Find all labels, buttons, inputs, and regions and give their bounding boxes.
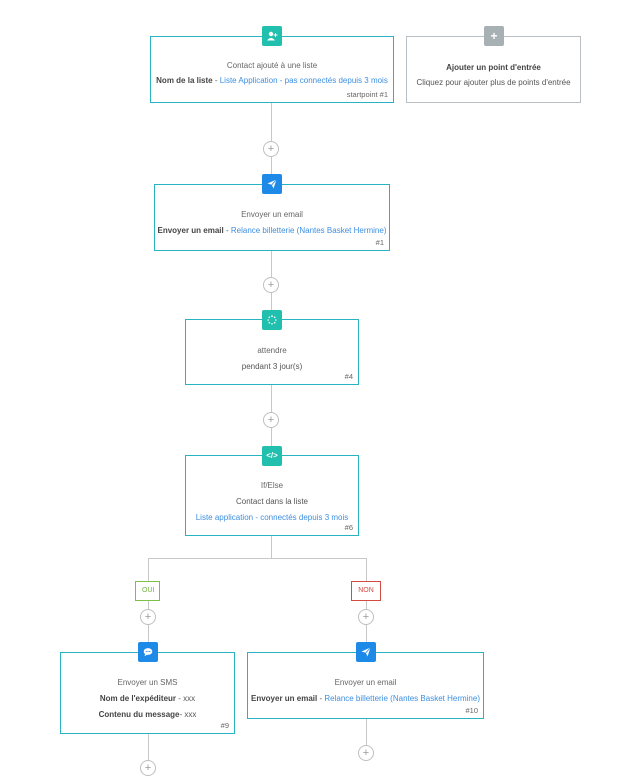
condition-list-link[interactable]: Liste application - connectés depuis 3 m… [195,513,349,522]
branch-no-tag: NON [351,581,381,601]
list-name-label: Nom de la liste [156,76,213,85]
if-else-node[interactable]: If/Else Contact dans la liste Liste appl… [185,455,359,536]
node-title: Envoyer un email [241,210,303,219]
node-detail: Envoyer un email - Relance billetterie (… [248,694,483,703]
sender-value: - xxx [176,694,196,703]
node-number: #4 [344,372,353,381]
node-number: startpoint #1 [346,90,388,99]
email-label: Envoyer un email [251,694,318,703]
node-title: attendre [257,346,287,355]
email-campaign-link[interactable]: Relance billetterie (Nantes Basket Hermi… [324,694,480,703]
message-value: - xxx [179,710,197,719]
send-sms-node[interactable]: Envoyer un SMS Nom de l'expéditeur - xxx… [60,652,235,734]
spinner-icon [262,310,282,330]
node-title: If/Else [260,481,284,490]
list-link[interactable]: Liste Application - pas connectés depuis… [219,76,388,85]
connector [366,558,367,652]
send-email-node[interactable]: Envoyer un email Envoyer un email - Rela… [247,652,484,719]
connector [148,558,367,559]
paper-plane-icon [356,642,376,662]
add-step-button[interactable]: + [263,412,279,428]
connector [366,718,367,746]
plus-icon[interactable]: + [484,26,504,46]
node-title: Ajouter un point d'entrée [446,63,541,72]
separator: - [223,226,231,235]
user-plus-icon [262,26,282,46]
email-label: Envoyer un email [157,226,224,235]
node-detail: Nom de la liste - Liste Application - pa… [151,76,393,85]
code-icon: </> [262,446,282,466]
paper-plane-icon [262,174,282,194]
node-number: #9 [220,721,229,730]
connector [271,536,272,558]
wait-duration: pendant 3 jour(s) [241,362,303,371]
startpoint-node[interactable]: Contact ajouté à une liste Nom de la lis… [150,36,394,103]
add-step-button[interactable]: + [358,745,374,761]
node-subtitle: Cliquez pour ajouter plus de points d'en… [416,78,571,87]
chat-bubble-icon [138,642,158,662]
email-campaign-link[interactable]: Relance billetterie (Nantes Basket Hermi… [230,226,387,235]
message-label: Contenu du message [98,710,180,719]
node-title: Envoyer un SMS [117,678,178,687]
add-step-button[interactable]: + [140,760,156,776]
send-email-node[interactable]: Envoyer un email Envoyer un email - Rela… [154,184,390,251]
wait-node[interactable]: attendre pendant 3 jour(s) #4 [185,319,359,385]
condition-text: Contact dans la liste [235,497,309,506]
add-step-button[interactable]: + [263,277,279,293]
add-step-button[interactable]: + [140,609,156,625]
add-step-button[interactable]: + [358,609,374,625]
node-number: #10 [465,706,478,715]
node-number: #6 [344,523,353,532]
separator: - [212,76,220,85]
separator: - [317,694,325,703]
branch-yes-tag: OUI [135,581,160,601]
connector [148,734,149,764]
node-number: #1 [375,238,384,247]
message-content: Contenu du message- xxx [61,710,234,719]
node-detail: Envoyer un email - Relance billetterie (… [155,226,389,235]
sender-name: Nom de l'expéditeur - xxx [61,694,234,703]
add-entry-point-node[interactable]: Ajouter un point d'entrée Cliquez pour a… [406,36,581,103]
sender-label: Nom de l'expéditeur [99,694,177,703]
node-title: Envoyer un email [334,678,397,687]
add-step-button[interactable]: + [263,141,279,157]
node-title: Contact ajouté à une liste [226,61,318,70]
connector [148,558,149,652]
